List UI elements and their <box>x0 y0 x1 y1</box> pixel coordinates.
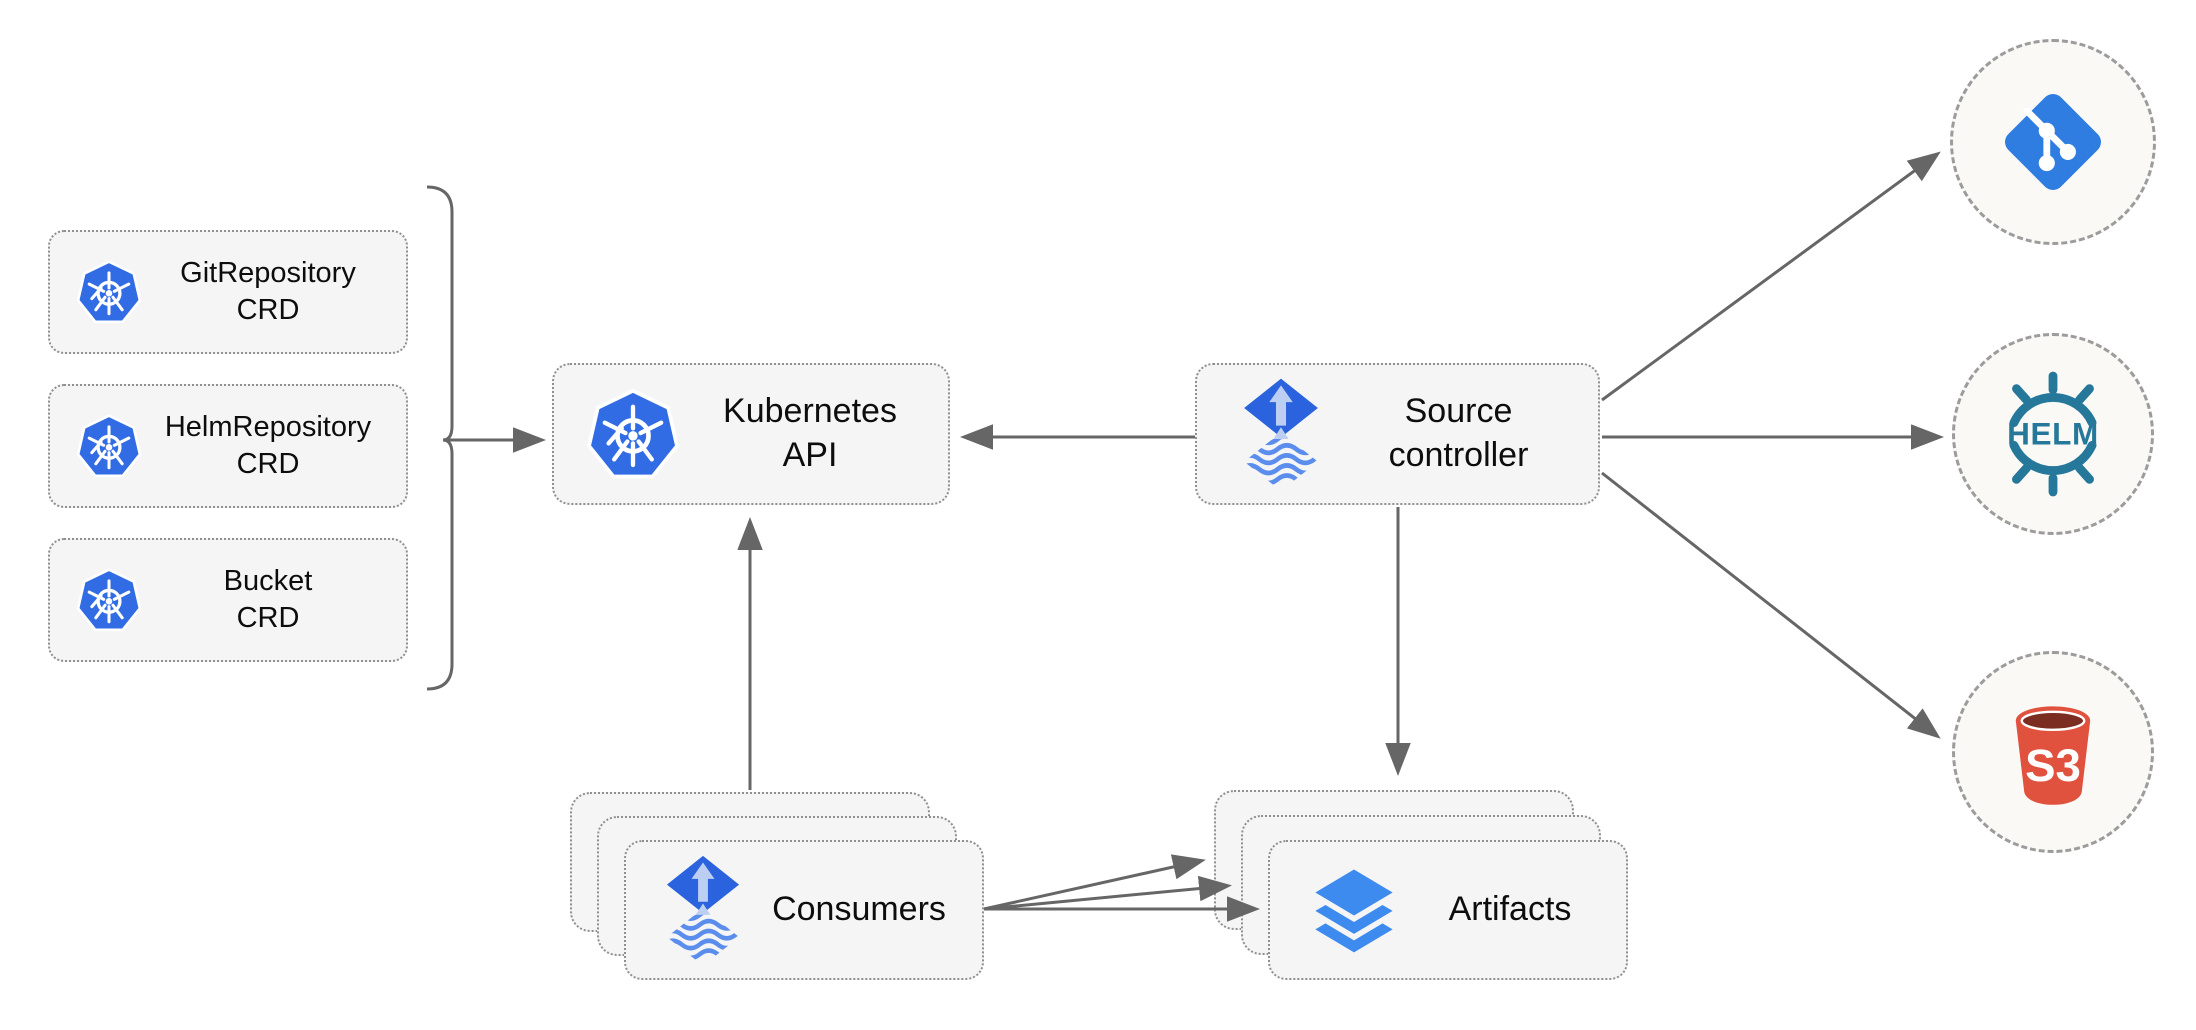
edge-source-controller-to-s3 <box>1601 471 1941 739</box>
flux-icon <box>666 855 740 961</box>
edge-consumers-to-artifacts-back <box>983 854 1206 911</box>
kubernetes-icon <box>76 260 142 324</box>
edge-consumers-to-artifacts-middle <box>983 875 1232 911</box>
crd-group-bracket <box>426 185 454 691</box>
external-git-repository <box>1950 39 2156 245</box>
node-kubernetes-api: Kubernetes API <box>552 363 950 505</box>
gitrepository-crd-label: GitRepository CRD <box>180 256 356 326</box>
node-bucket-crd: Bucket CRD <box>48 538 408 662</box>
helm-wordmark: HELM <box>2007 416 2099 452</box>
artifacts-label: Artifacts <box>1448 890 1572 929</box>
node-artifacts: Artifacts <box>1268 840 1628 980</box>
node-gitrepository-crd: GitRepository CRD <box>48 230 408 354</box>
helmrepository-crd-label: HelmRepository CRD <box>164 410 372 480</box>
edge-source-controller-to-git <box>1601 151 1941 402</box>
kubernetes-icon <box>76 414 142 478</box>
consumers-label: Consumers <box>772 890 946 929</box>
kubernetes-api-label: Kubernetes API <box>723 392 897 474</box>
node-consumers: Consumers <box>624 840 984 980</box>
external-helm-repository: HELM <box>1952 333 2154 535</box>
git-icon <box>2005 94 2101 190</box>
source-controller-label: Source controller <box>1388 392 1529 474</box>
s3-bucket-icon: S3 <box>2015 706 2091 805</box>
flux-icon <box>1244 378 1318 486</box>
s3-wordmark: S3 <box>2025 740 2081 791</box>
bucket-crd-label: Bucket CRD <box>223 564 313 634</box>
layers-icon <box>1315 869 1393 953</box>
node-source-controller: Source controller <box>1195 363 1600 505</box>
node-helmrepository-crd: HelmRepository CRD <box>48 384 408 508</box>
external-s3-bucket: S3 <box>1952 651 2154 853</box>
helm-icon: HELM <box>2007 371 2099 497</box>
kubernetes-icon <box>76 568 142 632</box>
kubernetes-icon <box>586 388 680 479</box>
